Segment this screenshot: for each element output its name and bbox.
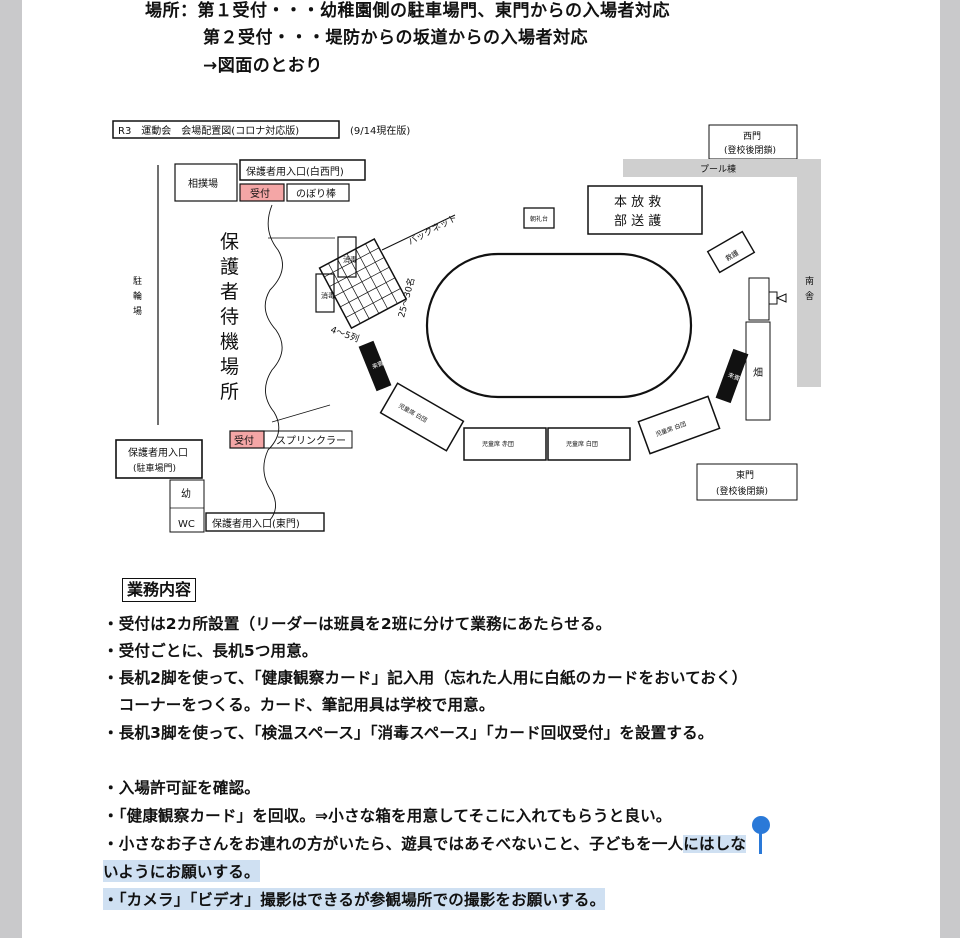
- task-line-3: ・長机2脚を使って、「健康観察カード」記入用（忘れた人用に白紙のカードをおいてお…: [103, 669, 748, 687]
- header-line-2: 第２受付・・・堤防からの坂道からの入場者対応: [203, 28, 588, 48]
- east-gate: [696, 463, 798, 501]
- guardian-entrance-parking: [115, 439, 203, 479]
- backnet-line: [381, 214, 456, 251]
- disinfect-label-1: 消毒: [343, 255, 357, 264]
- guardian-entrance-west: [239, 159, 366, 181]
- disinfect-table-2: [315, 273, 335, 313]
- task-line-10: ・「カメラ」「ビデオ」撮影はできるが参観場所での撮影をお願いする。: [103, 888, 606, 910]
- children-seat-4: [637, 395, 721, 455]
- sumo-area: [174, 163, 238, 202]
- embankment-line: [263, 204, 283, 521]
- bicycle-label-1: 駐: [133, 275, 142, 287]
- nobori-pole: [286, 183, 350, 202]
- hq-row-1: 本 放 救: [614, 194, 661, 210]
- kindergarten-box: [169, 479, 205, 533]
- hq-row-2: 部 送 護: [614, 213, 661, 229]
- reception-1: [239, 183, 285, 202]
- guardian-waiting-label: 保 護 者 待 機 場 所: [220, 231, 239, 403]
- task-line-7: ・「健康観察カード」を回収。⇒小さな箱を用意してそこに入れてもらうと良い。: [103, 807, 672, 825]
- wc-label: WC: [178, 519, 195, 530]
- diagram-date: (9/14現在版): [350, 124, 410, 137]
- guest-stand-left: [358, 340, 392, 392]
- sprinkler-box: [263, 430, 353, 449]
- guardian-entrance-west-label: 保護者用入口(白西門): [246, 165, 344, 178]
- children-seat-1: [379, 382, 465, 452]
- first-aid-label: 救護: [724, 248, 741, 263]
- nobori-label: のぼり棒: [296, 187, 336, 200]
- morning-stand-label: 朝礼台: [530, 215, 548, 223]
- selection-handle[interactable]: [752, 816, 770, 834]
- task-line-9: いようにお願いする。: [103, 860, 260, 882]
- task-line-1: ・受付は2カ所設置（リーダーは班員を2班に分けて業務にあたらせる。: [103, 615, 612, 633]
- document-page: [22, 0, 940, 938]
- guardian-entrance-parking-note: (駐車場門): [133, 462, 176, 474]
- morning-stand: [523, 207, 555, 229]
- task-line-8-unselected: ・小さなお子さんをお連れの方がいたら、遊具ではあそべないこと、子どもを一人: [103, 835, 684, 853]
- task-line-2: ・受付ごとに、長机5つ用意。: [103, 642, 318, 660]
- guest-stand-right-label: 来賓: [727, 371, 741, 383]
- kindergarten-label: 幼: [181, 487, 191, 500]
- svg-text:護: 護: [220, 256, 239, 278]
- disinfect-label-2: 消毒: [321, 291, 335, 300]
- children-seat-4-label: 児童席 白団: [654, 420, 687, 438]
- task-line-5: ・長机3脚を使って、「検温スペース」「消毒スペース」「カード回収受付」を設置する…: [103, 724, 714, 742]
- south-label-1: 南: [805, 275, 814, 287]
- diagram-title-box: [112, 120, 340, 139]
- diagram-title: R3 運動会 会場配置図(コロナ対応版): [118, 124, 299, 137]
- svg-text:保: 保: [220, 231, 239, 253]
- field-label: 畑: [753, 366, 763, 379]
- guest-stand-right: [715, 348, 749, 404]
- task-line-6: ・入場許可証を確認。: [103, 779, 261, 797]
- west-gate-note: (登校後閉鎖): [724, 144, 776, 156]
- children-seat-3: [547, 427, 631, 461]
- task-line-8-selected: にはしな: [683, 835, 747, 853]
- west-gate-label: 西門: [743, 131, 761, 142]
- south-building: [797, 159, 821, 387]
- pool-label: プール棟: [700, 163, 736, 175]
- svg-text:所: 所: [220, 381, 239, 403]
- guardian-seating-grid: [318, 237, 408, 330]
- guardian-entrance-east-label: 保護者用入口(東門): [212, 517, 300, 530]
- running-track: [425, 252, 693, 399]
- guardian-entrance-east: [205, 512, 325, 532]
- bicycle-label-2: 輪: [133, 290, 142, 302]
- reception-2-label: 受付: [234, 434, 254, 447]
- reception-1-label: 受付: [250, 187, 270, 200]
- children-seat-3-label: 児童席 白団: [566, 440, 598, 448]
- task-line-4: コーナーをつくる。カード、筆記用具は学校で用意。: [103, 696, 495, 714]
- guest-stand-left-label: 来賓: [371, 359, 385, 371]
- disinfect-table-1: [337, 236, 357, 278]
- first-aid-tent: [706, 230, 756, 274]
- task-line-8: ・小さなお子さんをお連れの方がいたら、遊具ではあそべないこと、子どもを一人にはし…: [103, 832, 747, 854]
- guardian-entrance-parking-label: 保護者用入口: [128, 446, 188, 459]
- field-plot: [745, 321, 771, 421]
- children-seat-1-label: 児童席 白団: [397, 401, 429, 424]
- tasks-heading: 業務内容: [122, 578, 197, 602]
- backnet-label: バックネット: [406, 213, 459, 248]
- bicycle-label-3: 場: [133, 305, 142, 317]
- east-gate-label: 東門: [736, 469, 754, 481]
- svg-text:機: 機: [220, 331, 239, 353]
- header-line-1: 場所：第１受付・・・幼稚園側の駐車場門、東門からの入場者対応: [145, 1, 670, 21]
- children-seat-2-label: 児童席 赤団: [482, 440, 514, 448]
- south-label-2: 舎: [805, 291, 814, 302]
- pool-building: [623, 159, 821, 177]
- venue-layout-diagram: R3 運動会 会場配置図(コロナ対応版) (9/14現在版) 相撲場 保護者用入…: [112, 120, 821, 533]
- sprinkler-label: スプリンクラー: [276, 435, 346, 447]
- rows-horizontal-label: 4～5列: [329, 324, 361, 345]
- svg-text:待: 待: [220, 306, 239, 328]
- headquarters-tent: [587, 185, 703, 235]
- sumo-label: 相撲場: [188, 177, 218, 190]
- east-gate-note: (登校後閉鎖): [716, 485, 768, 497]
- svg-text:場: 場: [220, 356, 239, 378]
- selection-caret: [759, 832, 762, 854]
- rows-vertical-label: 25～30名: [395, 276, 417, 319]
- header-line-3: →図面のとおり: [203, 56, 323, 76]
- children-seat-2: [463, 427, 547, 461]
- svg-text:者: 者: [220, 281, 239, 303]
